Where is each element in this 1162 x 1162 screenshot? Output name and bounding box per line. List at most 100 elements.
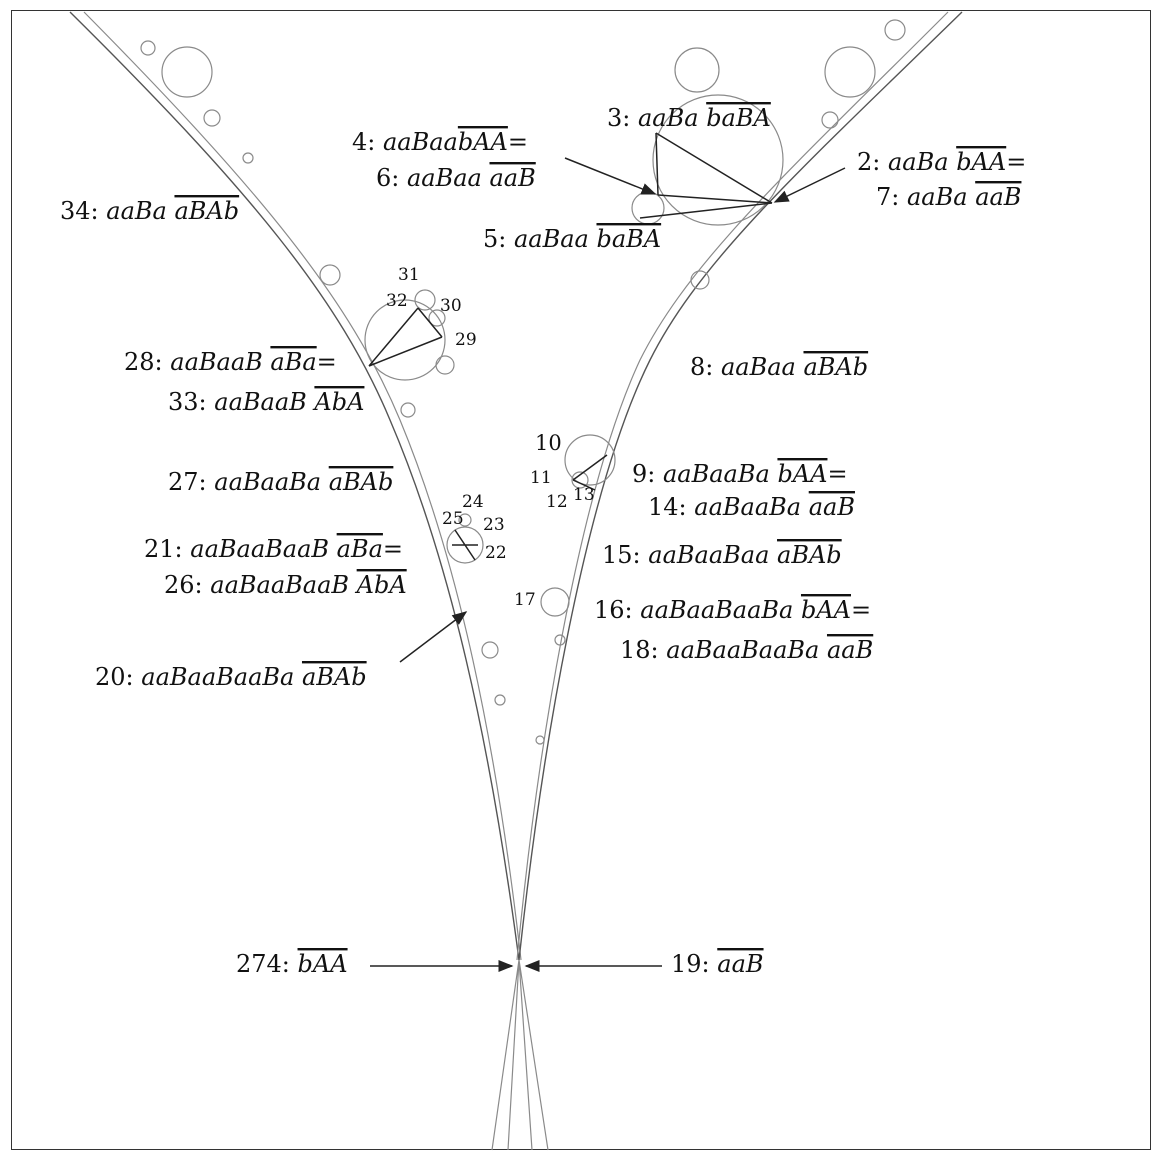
word-label-overlined: baBA — [706, 104, 771, 132]
num-22: 22 — [485, 543, 507, 563]
num-11: 11 — [530, 468, 552, 488]
left-branch-circles — [140, 40, 506, 706]
word-label-number: 4: — [352, 128, 383, 156]
small-number-labels: 31 32 30 29 10 11 12 13 24 25 23 22 17 — [386, 265, 595, 610]
num-30: 30 — [440, 296, 462, 316]
word-label-number: 34: — [60, 197, 106, 225]
word-label-3: 3: aaBa baBA — [607, 104, 771, 132]
num-31: 31 — [398, 265, 420, 285]
word-label-number: 26: — [164, 571, 210, 599]
word-label-number: 33: — [168, 388, 214, 416]
right-branch-circles — [535, 19, 906, 745]
figure-frame — [11, 10, 1151, 1150]
word-label-equals: = — [827, 460, 847, 488]
word-label-number: 7: — [876, 183, 907, 211]
num-29: 29 — [455, 330, 477, 350]
word-label-prefix: aaBaa — [407, 164, 490, 192]
word-label-overlined: aaB — [717, 950, 763, 978]
word-label-overlined: aBAb — [302, 663, 367, 691]
word-label-prefix: aaBaa — [721, 353, 804, 381]
word-label-19: 19: aaB — [671, 950, 764, 978]
word-label-14: 14: aaBaaBa aaB — [648, 493, 855, 521]
word-label-prefix: aaBaaBaaB — [190, 535, 336, 563]
word-label-overlined: aaB — [489, 164, 535, 192]
num-13: 13 — [573, 485, 595, 505]
word-label-prefix: aaBaaBaaBa — [666, 636, 827, 664]
word-label-number: 8: — [690, 353, 721, 381]
word-label-33: 33: aaBaaB AbA — [168, 388, 364, 416]
word-label-8: 8: aaBaa aBAb — [690, 353, 868, 381]
word-label-prefix: aaBa — [638, 104, 706, 132]
word-label-27: 27: aaBaaBa aBAb — [168, 468, 393, 496]
word-label-number: 14: — [648, 493, 694, 521]
word-label-overlined: bAA — [801, 596, 851, 624]
num-10: 10 — [535, 431, 562, 455]
word-label-prefix: aaBa — [888, 148, 956, 176]
word-label-18: 18: aaBaaBaaBa aaB — [620, 636, 873, 664]
word-label-number: 9: — [632, 460, 663, 488]
arrow-20 — [399, 611, 468, 663]
word-label-21: 21: aaBaaBaaB aBa= — [144, 535, 403, 563]
num-23: 23 — [483, 515, 505, 535]
word-label-overlined: aaB — [975, 183, 1021, 211]
word-label-overlined: aaB — [827, 636, 873, 664]
word-label-prefix: aaBaaB — [170, 348, 270, 376]
num-12: 12 — [546, 492, 568, 512]
word-label-prefix: aaBaaBaaB — [210, 571, 356, 599]
word-label-number: 3: — [607, 104, 638, 132]
word-label-prefix: aaBaaBa — [663, 460, 777, 488]
word-label-overlined: bAA — [777, 460, 827, 488]
word-label-number: 16: — [594, 596, 640, 624]
word-label-number: 27: — [168, 468, 214, 496]
word-label-overlined: bAA — [458, 128, 508, 156]
word-label-number: 18: — [620, 636, 666, 664]
word-label-prefix: aaBa — [106, 197, 174, 225]
arrows — [370, 157, 846, 972]
word-label-prefix: aaBaaBaa — [648, 541, 777, 569]
word-label-7: 7: aaBa aaB — [876, 183, 1021, 211]
word-label-2: 2: aaBa bAA= — [857, 148, 1026, 176]
word-label-overlined: bAA — [956, 148, 1006, 176]
word-label-prefix: aaBaa — [383, 128, 458, 156]
word-label-prefix: aaBaaBaaBa — [141, 663, 302, 691]
word-label-prefix: aaBaaBa — [694, 493, 808, 521]
word-label-equals: = — [1006, 148, 1026, 176]
word-label-overlined: aaB — [809, 493, 855, 521]
word-label-number: 20: — [95, 663, 141, 691]
num-17: 17 — [514, 590, 536, 610]
right-branch — [516, 11, 963, 961]
num-24: 24 — [462, 492, 484, 512]
word-label-prefix: aaBaa — [514, 225, 597, 253]
word-label-overlined: aBAb — [803, 353, 868, 381]
word-label-15: 15: aaBaaBaa aBAb — [602, 541, 842, 569]
num-25: 25 — [442, 509, 464, 529]
word-label-overlined: baBA — [596, 225, 661, 253]
num-32: 32 — [386, 291, 408, 311]
word-label-overlined: bAA — [298, 950, 348, 978]
word-label-equals: = — [317, 348, 337, 376]
word-label-prefix: aaBaaB — [214, 388, 314, 416]
word-label-equals: = — [383, 535, 403, 563]
word-label-number: 28: — [124, 348, 170, 376]
word-label-6: 6: aaBaa aaB — [376, 164, 536, 192]
word-label-number: 5: — [483, 225, 514, 253]
word-label-34: 34: aaBa aBAb — [60, 197, 239, 225]
word-label-number: 15: — [602, 541, 648, 569]
word-label-number: 2: — [857, 148, 888, 176]
word-label-prefix: aaBaaBa — [214, 468, 328, 496]
word-label-equals: = — [851, 596, 871, 624]
word-label-prefix: aaBaaBaaBa — [640, 596, 801, 624]
word-label-prefix: aaBa — [907, 183, 975, 211]
word-label-9: 9: aaBaaBa bAA= — [632, 460, 848, 488]
word-label-overlined: AbA — [355, 571, 407, 599]
word-label-28: 28: aaBaaB aBa= — [124, 348, 337, 376]
word-label-4: 4: aaBaabAA= — [352, 128, 528, 156]
word-label-overlined: aBa — [337, 535, 383, 563]
word-label-equals: = — [508, 128, 528, 156]
word-label-26: 26: aaBaaBaaB AbA — [164, 571, 407, 599]
arrow-4-6 — [564, 157, 657, 195]
left-branch — [69, 11, 522, 961]
word-label-number: 19: — [671, 950, 717, 978]
